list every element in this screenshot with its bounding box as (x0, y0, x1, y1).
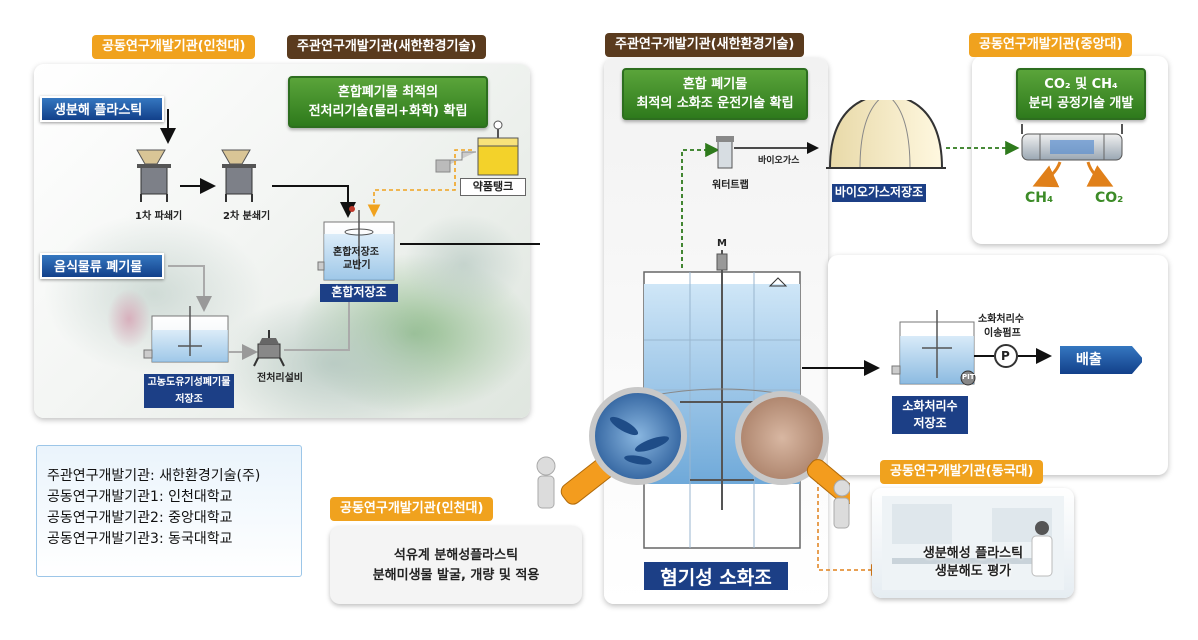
label-crusher-2: 2차 분쇄기 (223, 211, 271, 222)
label-mix-tank: 혼합저장조 (320, 284, 398, 302)
goal-separation-line1: CO₂ 및 CH₄ (1044, 77, 1118, 92)
org-chungang-top: 공동연구개발기관(중앙대) (969, 33, 1133, 57)
goal-pretreatment-line1: 혼합폐기물 최적의 (337, 85, 439, 100)
org-incheon-bottom: 공동연구개발기관(인천대) (330, 497, 494, 521)
chemical-tank-text: 약품탱크 (472, 180, 514, 193)
input-plastic: 생분해 플라스틱 (40, 96, 164, 122)
goal-pretreatment-line2: 전처리기술(물리+화학) 확립 (308, 104, 468, 119)
incheon-bubble-line2: 분해미생물 발굴, 개량 및 적용 (372, 568, 540, 583)
label-pretreatment-equipment: 전처리설비 (257, 373, 303, 384)
crusher-2-icon (221, 149, 256, 202)
goal-pretreatment: 혼합폐기물 최적의 전처리기술(물리+화학) 확립 (288, 76, 488, 128)
bottle-background (44, 214, 530, 418)
incheon-bubble-line1: 석유계 분해성플라스틱 (393, 548, 519, 563)
figure-right-icon (833, 479, 850, 529)
mixing-tank-icon (317, 206, 395, 281)
info-line-4: 공동연구개발기관3: 동국대학교 (47, 531, 233, 547)
org-incheon-top: 공동연구개발기관(인천대) (92, 35, 256, 59)
lab-photo (882, 496, 1064, 590)
label-biogas: 바이오가스 (758, 156, 800, 166)
digester-flow (639, 100, 1123, 576)
magnifier-area (536, 387, 850, 529)
label-transfer-pump-2: 이송펌프 (984, 328, 1021, 339)
label-crusher-1: 1차 파쇄기 (135, 211, 183, 222)
microbe-lens-icon (560, 387, 687, 505)
goal-separation: CO₂ 및 CH₄ 분리 공정기술 개발 (1016, 68, 1146, 120)
soil-lens-icon (735, 391, 850, 505)
label-biogas-storage: 바이오가스저장조 (832, 184, 926, 202)
figure-left-icon (536, 456, 556, 509)
org-main-top-center: 주관연구개발기관(새한환경기술) (605, 33, 805, 57)
info-line-3: 공동연구개발기관2: 중앙대학교 (47, 510, 233, 526)
incheon-research-bubble: 석유계 분해성플라스틱 분해미생물 발굴, 개량 및 적용 (330, 526, 582, 604)
label-high-conc-tank: 고농도유기성폐기물 저장조 (144, 374, 234, 408)
label-motor: M (717, 238, 727, 249)
pretreatment-equipment-icon (253, 330, 285, 367)
pretreatment-flow (136, 109, 540, 367)
crusher-1-icon (136, 149, 171, 202)
goal-digester-line2: 최적의 소화조 운전기술 확립 (636, 96, 794, 111)
label-pump-p: P (1001, 349, 1010, 363)
high-conc-tank-icon (143, 306, 229, 363)
label-ch4: CH₄ (1025, 190, 1054, 206)
label-water-trap: 워터트랩 (712, 180, 749, 191)
dongguk-research-bubble: 생분해성 플라스틱 생분해도 평가 (872, 488, 1074, 598)
water-trap-icon (716, 136, 734, 169)
pump-icon (994, 344, 1018, 368)
goal-digester-operation: 혼합 폐기물 최적의 소화조 운전기술 확립 (622, 68, 808, 120)
digested-tank-line1: 소화처리수 (902, 399, 958, 413)
label-anaerobic-digester: 혐기성 소화조 (642, 560, 790, 592)
goal-separation-line2: 분리 공정기술 개발 (1028, 96, 1134, 111)
mix-tank-inner-line1: 혼합저장조 (333, 247, 379, 258)
info-line-1: 주관연구개발기관: 새한환경기술(주) (47, 468, 261, 484)
org-dongguk: 공동연구개발기관(동국대) (880, 460, 1044, 484)
high-conc-line2: 저장조 (175, 394, 203, 405)
high-conc-line1: 고농도유기성폐기물 (147, 377, 231, 388)
organization-info-box: 주관연구개발기관: 새한환경기술(주) 공동연구개발기관1: 인천대학교 공동연… (36, 445, 302, 577)
label-transfer-pump-1: 소화처리수 (978, 314, 1024, 325)
digested-tank-line2: 저장조 (913, 416, 947, 430)
biogas-storage-icon (826, 100, 946, 169)
org-main-top-left: 주관연구개발기관(새한환경기술) (287, 35, 487, 59)
dongguk-bubble-line2: 생분해도 평가 (934, 564, 1012, 579)
label-digested-tank: 소화처리수 저장조 (892, 396, 968, 434)
chemical-tank-icon (435, 120, 519, 176)
goal-digester-line1: 혼합 폐기물 (682, 77, 748, 92)
label-chemical-tank: 약품탱크 (460, 178, 526, 196)
label-pit: PIT (962, 373, 975, 381)
discharge-text: 배출 (1076, 352, 1102, 368)
dongguk-bubble-line1: 생분해성 플라스틱 (922, 546, 1024, 561)
label-lit: LIT (872, 75, 884, 83)
membrane-module-icon (1021, 124, 1123, 161)
discharge-badge: 배출 (1058, 344, 1144, 376)
digested-water-tank-icon (891, 310, 976, 386)
info-line-2: 공동연구개발기관1: 인천대학교 (47, 489, 233, 505)
label-co2: CO₂ (1095, 190, 1124, 206)
mix-tank-inner-line2: 교반기 (343, 260, 371, 271)
input-food-waste: 음식물류 폐기물 (40, 253, 164, 279)
